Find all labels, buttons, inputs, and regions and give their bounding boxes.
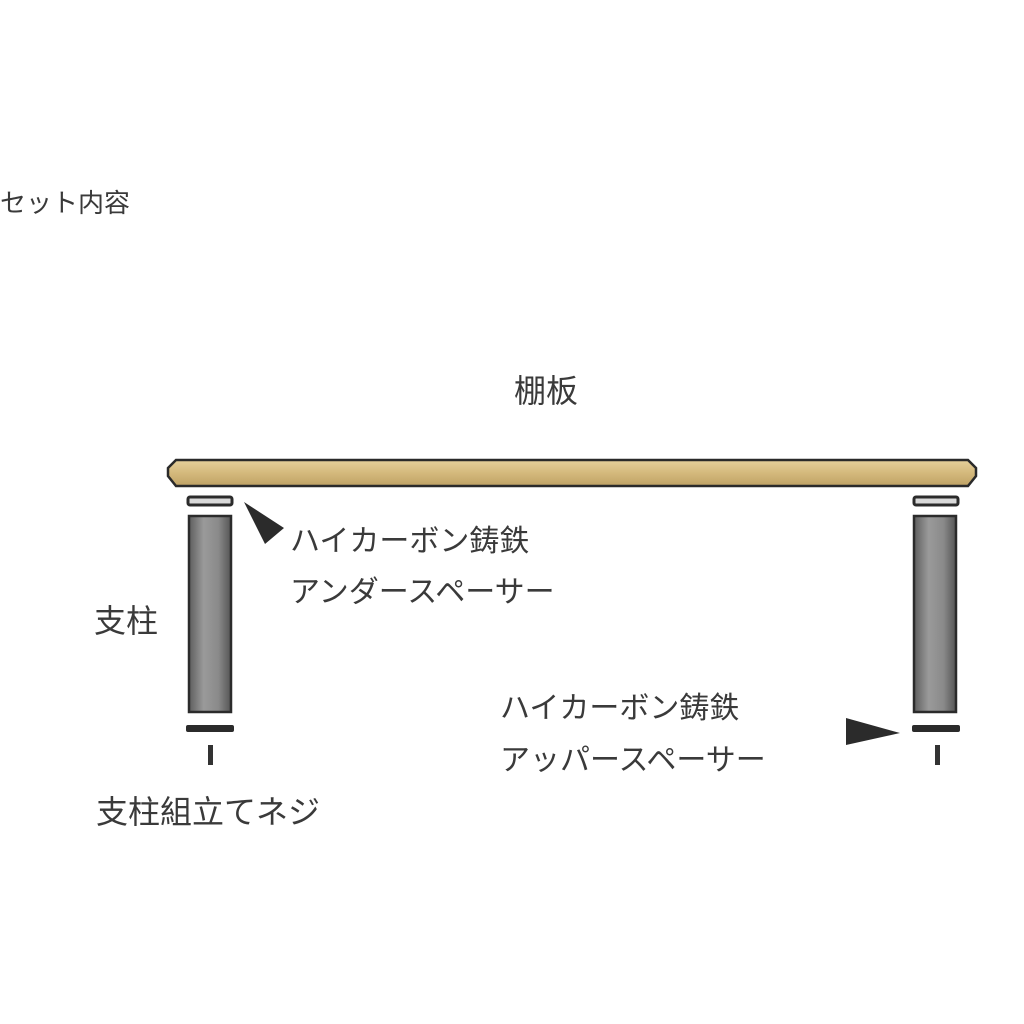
right-upper-spacer <box>912 725 960 732</box>
left-upper-spacer <box>186 725 234 732</box>
right-pillar <box>912 514 958 714</box>
pillar-label: 支柱 <box>94 602 159 640</box>
set-contents-title: セット内容 <box>0 189 131 219</box>
upper-spacer-label-line2: アッパースペーサー <box>500 743 766 778</box>
right-under-spacer <box>912 495 960 507</box>
under-spacer-label-line2: アンダースペーサー <box>290 575 555 610</box>
left-assembly-screw <box>208 745 213 765</box>
right-assembly-screw <box>935 745 940 765</box>
left-under-spacer <box>186 495 234 507</box>
under-spacer-label-line1: ハイカーボン鋳鉄 <box>290 524 530 559</box>
upper-spacer-arrow-icon <box>846 718 900 745</box>
left-pillar <box>187 514 233 714</box>
shelf-board-label: 棚板 <box>514 372 579 410</box>
under-spacer-arrow-icon <box>244 502 284 544</box>
assembly-screw-label: 支柱組立てネジ <box>96 793 321 831</box>
shelf-board-shape <box>166 458 978 488</box>
upper-spacer-label-line1: ハイカーボン鋳鉄 <box>500 691 740 726</box>
